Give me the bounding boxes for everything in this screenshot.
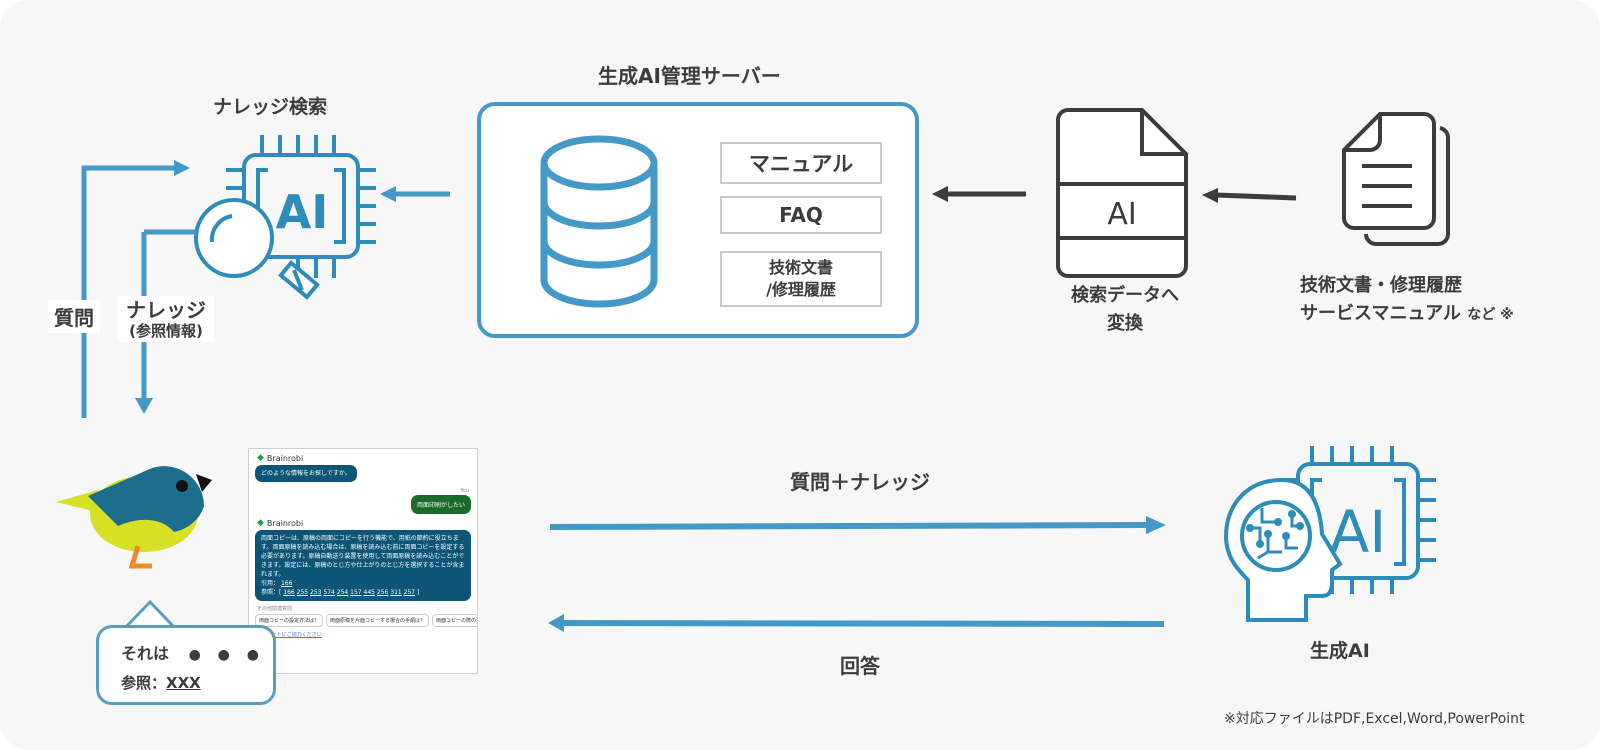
speech-line2: 参照：XXX: [121, 672, 201, 693]
bot-name-row-2: ◆ Brainrobi: [257, 518, 477, 528]
footnote: ※対応ファイルはPDF,Excel,Word,PowerPoint: [1224, 711, 1525, 727]
suggestion-chips: 両面コピーの設定方法は？ 両面原稿を片面コピーする場合の手順は？ 両面コピーの際…: [255, 614, 477, 627]
sources-label-line2-main: サービスマニュアル: [1300, 303, 1461, 324]
bot-logo-icon: ◆: [257, 518, 264, 528]
bot-name: Brainrobi: [266, 518, 304, 528]
bot-logo-icon: ◆: [257, 453, 264, 463]
bot-name-row: ◆ Brainrobi: [257, 453, 477, 463]
reference-link[interactable]: 255: [296, 589, 309, 596]
question-flow-arrow: [81, 160, 190, 418]
question-label: 質問: [48, 300, 100, 333]
speech-dots: ● ● ●: [188, 647, 265, 663]
speech-line1-text: それは: [121, 644, 170, 663]
citation-row: 引用： 166: [261, 579, 465, 588]
references-row: 参照：[ 166 255 253 574 254 157 445 256 311…: [261, 588, 465, 597]
ai-document-text: AI: [1107, 197, 1136, 232]
user-label: You: [460, 488, 469, 494]
citation-label: 引用：: [261, 580, 280, 587]
answer-label: 回答: [840, 654, 880, 678]
answer-from-ai-arrow: [548, 614, 1165, 632]
sources-to-conversion-arrow: [1202, 188, 1297, 203]
suggestion-chip[interactable]: 両面原稿を片面コピーする場合の手順は？: [326, 614, 430, 627]
bot-reply-bubble: 両面コピーは、原稿の両面にコピーを行う機能で、用紙の節約に役立ちます。両面原稿を…: [255, 530, 471, 601]
conversion-to-server-arrow: [932, 186, 1026, 202]
reference-link[interactable]: 157: [350, 589, 362, 596]
conversion-label: 検索データへ 変換: [1050, 282, 1200, 338]
knowledge-search-title: ナレッジ検索: [213, 96, 328, 118]
speech-bubble: それは ● ● ● 参照：XXX: [96, 625, 276, 705]
reference-link[interactable]: 574: [323, 589, 335, 596]
chat-widget-screenshot: ◆ Brainrobi どのような情報をお探しですか。 You 両面印刷がしたい…: [248, 448, 478, 674]
related-questions-label: その他関連質問: [257, 606, 293, 612]
store-manual: マニュアル: [720, 142, 882, 184]
reference-link[interactable]: 166: [283, 589, 295, 596]
conversion-label-line1: 検索データへ: [1071, 285, 1179, 306]
ai-document-icon: AI: [1056, 108, 1188, 278]
speech-reference-value: XXX: [166, 674, 201, 692]
reference-link[interactable]: 253: [310, 589, 322, 596]
store-faq: FAQ: [720, 196, 882, 234]
database-icon: [540, 135, 658, 308]
references-end: ]: [417, 589, 420, 596]
generative-ai-label: 生成AI: [1310, 640, 1370, 662]
references-label: 参照：[: [261, 589, 282, 596]
svg-text:AI: AI: [1330, 498, 1387, 566]
knowledge-label-main: ナレッジ: [126, 298, 206, 322]
citation-link[interactable]: 166: [280, 580, 293, 587]
reference-link[interactable]: 311: [390, 589, 402, 596]
store-technical-docs-line1: 技術文書: [768, 258, 833, 277]
question-plus-knowledge-label: 質問＋ナレッジ: [790, 470, 930, 494]
bot-name: Brainrobi: [266, 453, 304, 463]
bird-mascot-icon: [56, 466, 212, 569]
sources-label: 技術文書・修理履歴 サービスマニュアル など ※: [1300, 272, 1514, 329]
svg-text:AI: AI: [276, 185, 329, 239]
speech-line1: それは ● ● ●: [121, 640, 265, 664]
server-to-search-arrow: [380, 186, 450, 202]
suggestion-chip[interactable]: 両面コピーの設定方法は？: [255, 614, 324, 627]
server-title: 生成AI管理サーバー: [598, 64, 781, 88]
bot-greeting-bubble: どのような情報をお探しですか。: [255, 465, 357, 482]
sources-label-line2: サービスマニュアル など ※: [1300, 300, 1514, 329]
request-to-ai-arrow: [549, 516, 1166, 534]
reference-link[interactable]: 257: [403, 589, 416, 596]
knowledge-label-sub: (参照情報): [129, 322, 203, 340]
ai-chip-magnifier-icon: AI: [194, 135, 376, 300]
sources-label-line1: 技術文書・修理履歴: [1300, 275, 1462, 296]
sources-label-line2-suffix: など ※: [1467, 307, 1514, 323]
bot-reply-text: 両面コピーは、原稿の両面にコピーを行う機能で、用紙の節約に役立ちます。両面原稿を…: [261, 535, 465, 578]
knowledge-label: ナレッジ (参照情報): [118, 296, 214, 342]
reference-link[interactable]: 254: [336, 589, 349, 596]
reference-link[interactable]: 256: [376, 589, 389, 596]
store-technical-docs-line2: /修理履歴: [766, 280, 836, 299]
feedback-link[interactable]: アンケートにご協力ください: [257, 632, 322, 638]
suggestion-chip[interactable]: 両面コピーの際の注意点は？: [432, 614, 477, 627]
ai-head-chip-icon: AI: [1223, 446, 1436, 622]
conversion-label-line2: 変換: [1107, 313, 1143, 334]
documents-icon: [1342, 112, 1450, 246]
reference-link[interactable]: 445: [363, 589, 375, 596]
user-message-bubble: 両面印刷がしたい: [410, 495, 471, 514]
speech-reference-label: 参照：: [121, 674, 167, 692]
store-technical-docs: 技術文書 /修理履歴: [720, 251, 882, 307]
